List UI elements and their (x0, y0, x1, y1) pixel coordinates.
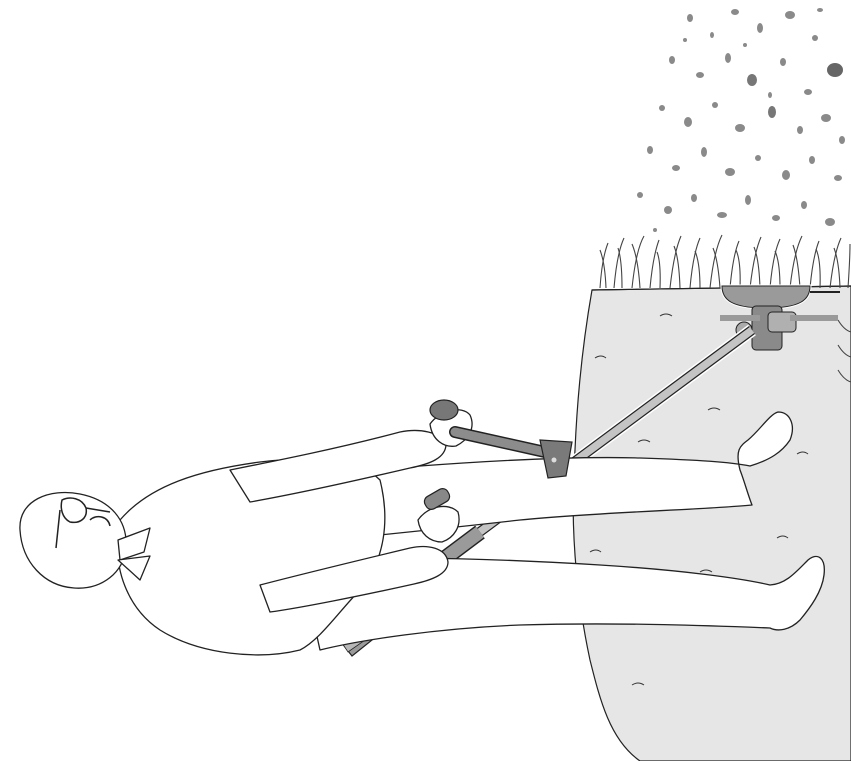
gravel-area (637, 8, 845, 232)
